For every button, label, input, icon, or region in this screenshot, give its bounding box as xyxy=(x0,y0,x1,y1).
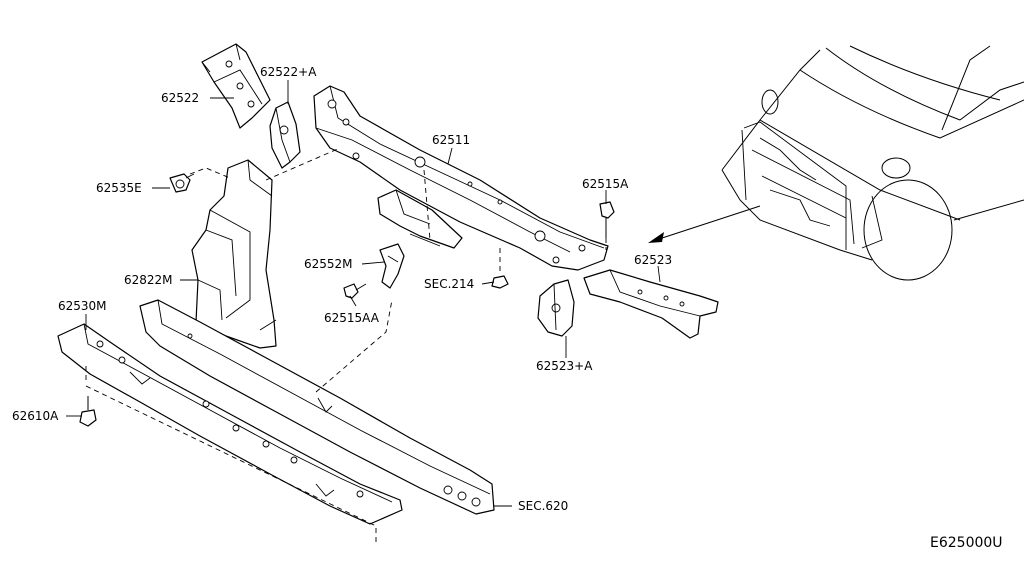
label-62530m: 62530M xyxy=(58,299,107,313)
center-bracket xyxy=(377,189,463,249)
bracket-62522 xyxy=(201,43,271,129)
label-62522: 62522 xyxy=(161,91,199,105)
upper-support-62511 xyxy=(313,85,609,271)
label-62610a: 62610A xyxy=(12,409,59,423)
label-62552m: 62552M xyxy=(304,257,353,271)
vehicle-front-view xyxy=(721,45,1024,281)
label-62523: 62523 xyxy=(634,253,672,267)
lower-tiebar-62530m xyxy=(57,323,403,525)
leader-lines xyxy=(66,80,661,507)
bolt-62610a xyxy=(79,396,97,427)
assembly-lines xyxy=(85,147,607,544)
label-sec214: SEC.214 xyxy=(424,277,474,291)
deflector-62822m xyxy=(191,159,277,349)
nut-sec214 xyxy=(491,275,509,289)
label-62523-a: 62523+A xyxy=(536,359,593,373)
bolt-62515aa xyxy=(343,283,367,299)
label-62522-a: 62522+A xyxy=(260,65,317,79)
bracket-62552m xyxy=(379,243,405,289)
bolt-62515a xyxy=(599,201,615,238)
label-62822m: 62822M xyxy=(124,273,173,287)
label-62511: 62511 xyxy=(432,133,470,147)
label-sec620: SEC.620 xyxy=(518,499,568,513)
figure-code: E625000U xyxy=(930,535,1003,551)
label-62515aa: 62515AA xyxy=(324,311,380,325)
direction-arrow xyxy=(648,205,761,243)
label-62535e: 62535E xyxy=(96,181,142,195)
bracket-62522-a xyxy=(269,101,301,169)
label-62515a: 62515A xyxy=(582,177,629,191)
bracket-62523-a xyxy=(537,279,575,337)
clip-62535e xyxy=(169,173,195,193)
callout-labels: 62522 62522+A 62535E 62822M 62530M 62610… xyxy=(12,65,1003,551)
front-beam-sec620 xyxy=(139,299,495,515)
bracket-62523 xyxy=(583,269,719,339)
